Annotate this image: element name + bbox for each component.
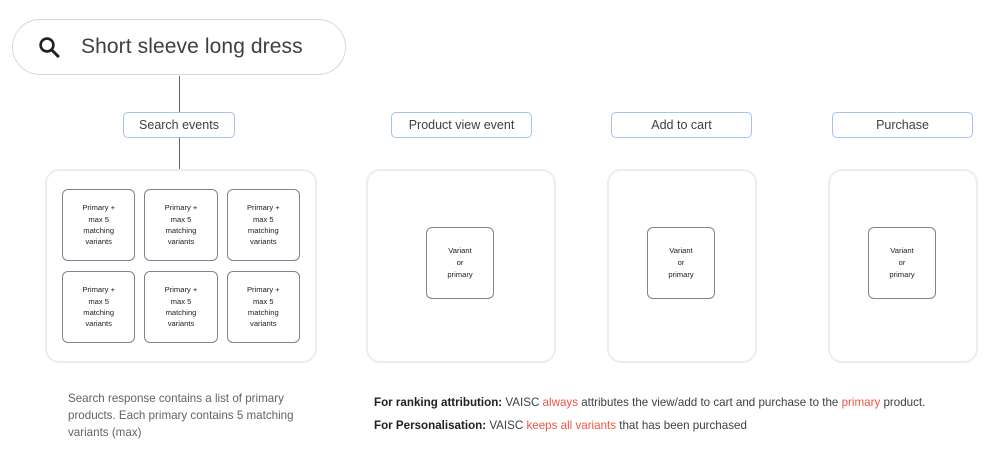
note-ranking-part1: VAISC (502, 396, 543, 409)
search-response-caption: Search response contains a list of prima… (68, 392, 294, 440)
variant-or-primary-box: Variant or primary (868, 227, 936, 299)
chip-label: Product view event (408, 118, 515, 132)
card-add-to-cart: Variant or primary (607, 169, 757, 363)
primary-product-grid: Primary + max 5 matching variants Primar… (47, 171, 315, 361)
primary-product-box: Primary + max 5 matching variants (144, 271, 218, 343)
primary-product-box: Primary + max 5 matching variants (226, 189, 300, 261)
note-personalisation-label: For Personalisation: (374, 418, 487, 432)
card-purchase: Variant or primary (828, 169, 978, 363)
note-ranking-part3: product. (880, 396, 926, 409)
connector-line-bottom (178, 138, 180, 170)
chip-search-events[interactable]: Search events (123, 112, 235, 138)
search-bar[interactable]: Short sleeve long dress (12, 19, 346, 75)
search-query-text: Short sleeve long dress (81, 35, 303, 58)
primary-product-box: Primary + max 5 matching variants (226, 271, 300, 343)
primary-product-box: Primary + max 5 matching variants (62, 189, 136, 261)
note-ranking-highlight-always: always (542, 396, 578, 409)
note-ranking-attribution: For ranking attribution: VAISC always at… (374, 392, 989, 415)
note-personalisation-highlight: keeps all variants (526, 418, 617, 432)
chip-purchase[interactable]: Purchase (832, 112, 973, 138)
note-ranking-part2: attributes the view/add to cart and purc… (578, 396, 842, 409)
chip-product-view-event[interactable]: Product view event (391, 112, 532, 138)
variant-or-primary-box: Variant or primary (426, 227, 494, 299)
chip-label: Purchase (876, 118, 929, 132)
primary-product-box: Primary + max 5 matching variants (62, 271, 136, 343)
connector-line-top (178, 76, 180, 113)
card-search-results: Primary + max 5 matching variants Primar… (45, 169, 317, 363)
note-personalisation-part1: VAISC (486, 418, 527, 432)
card-product-view: Variant or primary (366, 169, 556, 363)
chip-label: Add to cart (651, 118, 712, 132)
chip-add-to-cart[interactable]: Add to cart (611, 112, 752, 138)
attribution-notes: For ranking attribution: VAISC always at… (374, 392, 989, 437)
note-personalisation: For Personalisation: VAISC keeps all var… (374, 415, 989, 438)
variant-or-primary-box: Variant or primary (647, 227, 715, 299)
note-ranking-highlight-primary: primary (841, 396, 881, 409)
primary-product-box: Primary + max 5 matching variants (144, 189, 218, 261)
note-ranking-label: For ranking attribution: (374, 396, 503, 409)
chip-label: Search events (139, 118, 219, 132)
search-icon (39, 37, 60, 58)
note-personalisation-part2: that has been purchased (616, 418, 747, 432)
